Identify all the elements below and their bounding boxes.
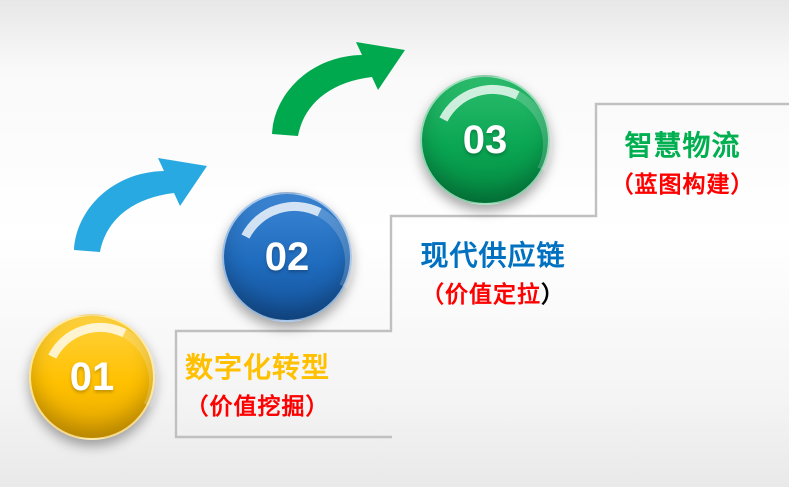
staircase-line — [174, 102, 789, 439]
step-subtitle-02-text: （价值定拉 — [421, 281, 541, 308]
step-title-01: 数字化转型 — [184, 352, 330, 383]
step-circle-03: 03 — [420, 75, 550, 205]
step-circle-01: 01 — [29, 314, 155, 440]
step-title-03: 智慧物流 — [624, 130, 741, 161]
step-subtitle-01: （价值挖掘） — [165, 393, 350, 419]
curved-up-arrow-green-icon — [272, 42, 405, 136]
step-circle-02: 02 — [222, 192, 352, 322]
step-subtitle-02: （价值定拉） — [398, 281, 588, 307]
step-number-03: 03 — [462, 117, 508, 162]
step-subtitle-02-suffix: ） — [541, 281, 565, 308]
step-subtitle-01-text: （价值挖掘） — [185, 393, 330, 420]
step-label-02: 现代供应链 （价值定拉） — [398, 240, 588, 308]
step-label-01: 数字化转型 （价值挖掘） — [165, 352, 350, 420]
step-subtitle-03: （蓝图构建） — [590, 171, 775, 197]
step-title-02: 现代供应链 — [420, 240, 566, 271]
curved-up-arrow-blue-icon — [74, 158, 207, 252]
step-label-03: 智慧物流 （蓝图构建） — [590, 130, 775, 198]
step-number-02: 02 — [264, 234, 310, 279]
step-number-01: 01 — [69, 354, 115, 399]
step-subtitle-03-text: （蓝图构建） — [610, 171, 755, 198]
